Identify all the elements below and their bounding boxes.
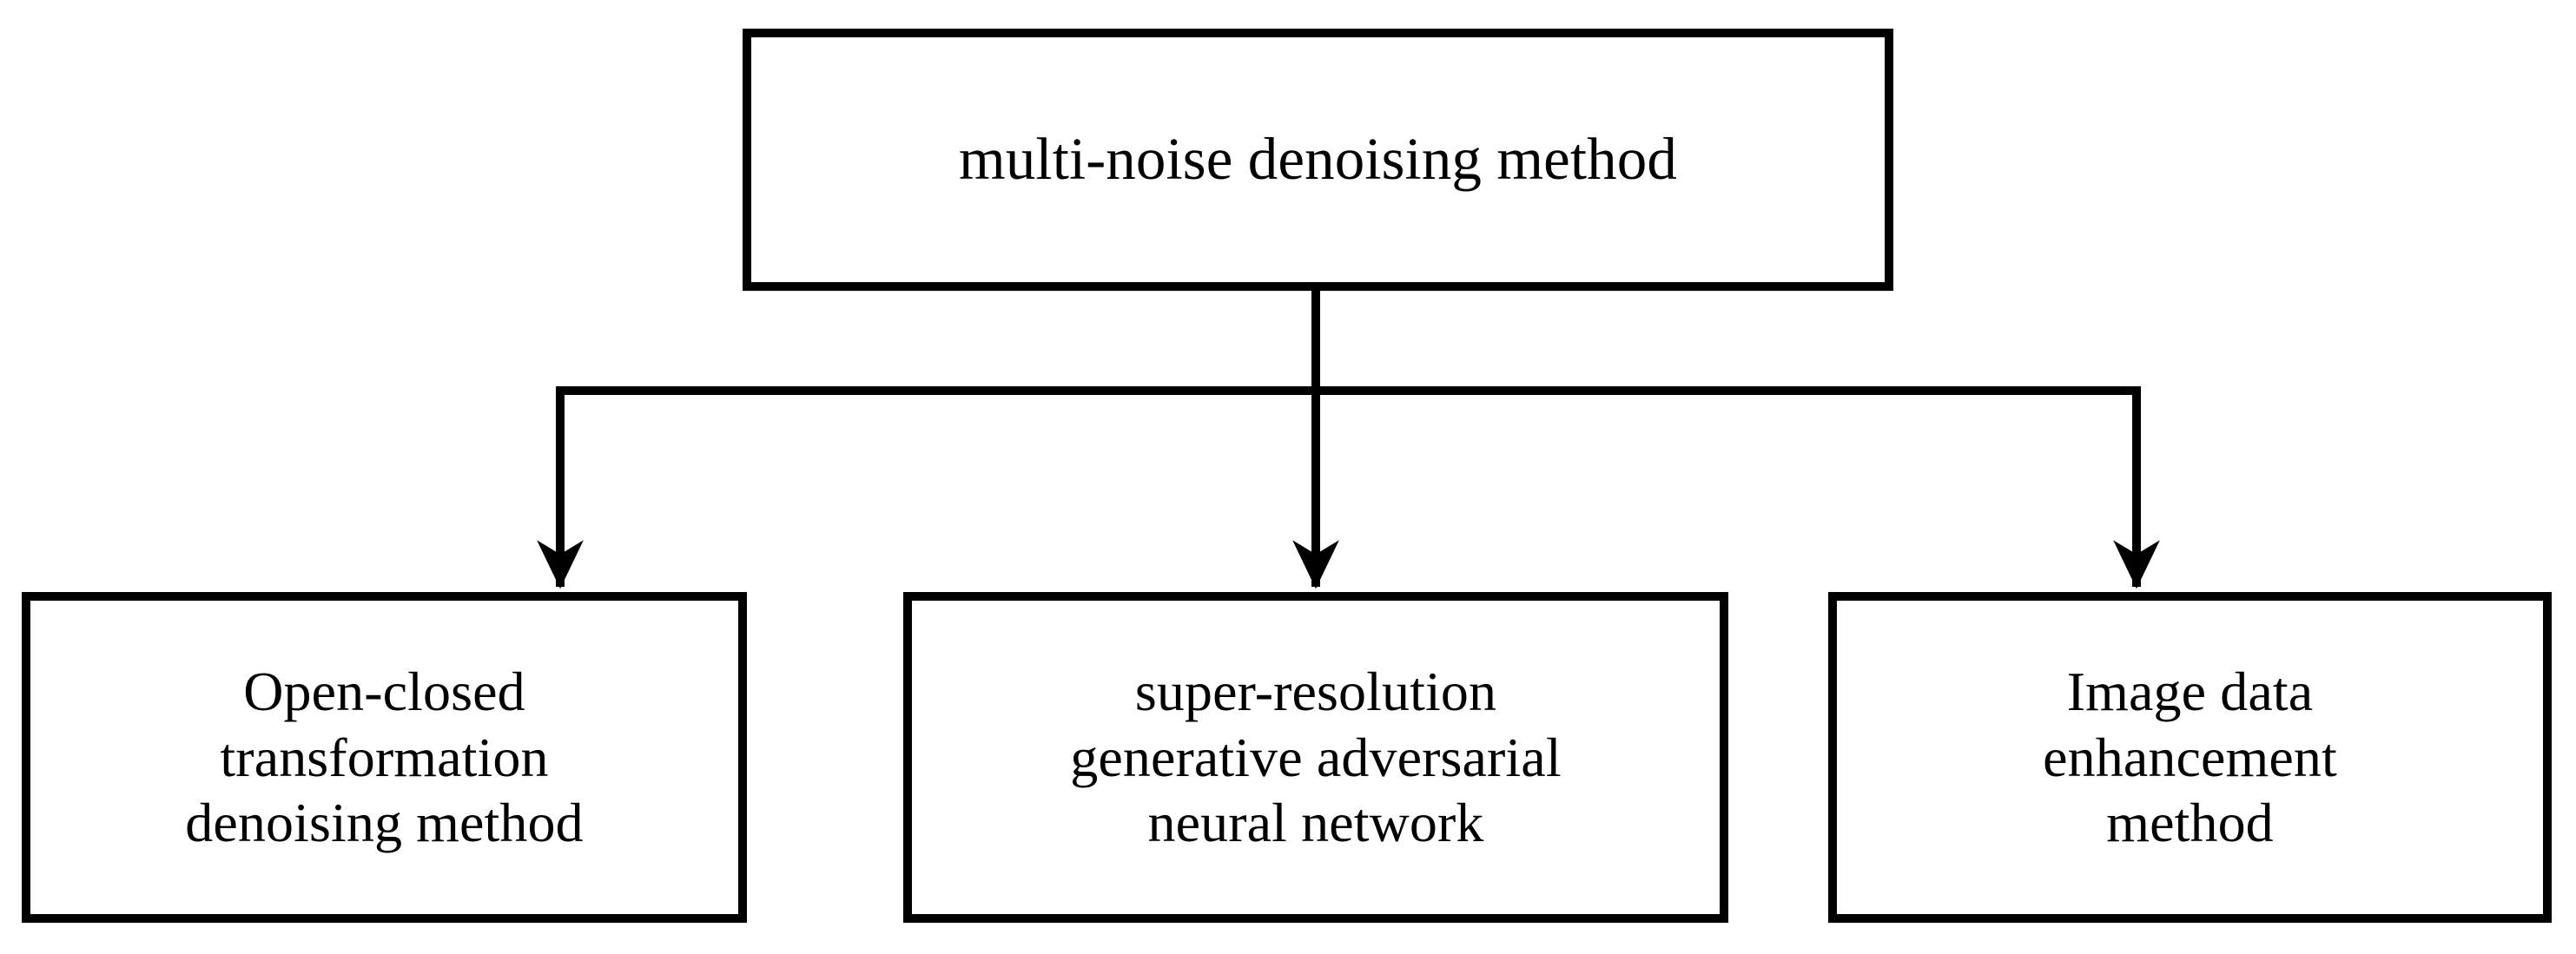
node-image-data-enhancement-method: Image data enhancement method [1828,592,2552,923]
node-root: multi-noise denoising method [743,29,1893,291]
node-super-resolution-generative-adversarial-neural-network: super-resolution generative adversarial … [903,592,1728,923]
node-leaf-0-label: Open-closed transformation denoising met… [185,661,584,854]
node-open-closed-transformation-denoising-method: Open-closed transformation denoising met… [22,592,747,923]
node-root-label: multi-noise denoising method [959,126,1677,193]
node-leaf-1-label: super-resolution generative adversarial … [1070,661,1562,854]
node-leaf-2-label: Image data enhancement method [2043,661,2337,854]
